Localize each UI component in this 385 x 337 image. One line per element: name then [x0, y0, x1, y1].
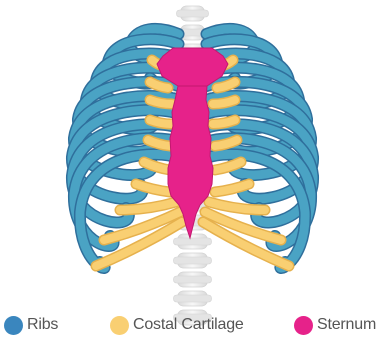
sternum-dot-icon: [294, 316, 313, 335]
vertebra-process: [174, 257, 212, 264]
legend-item-ribs: Ribs: [4, 314, 58, 336]
cartilage-right: [213, 100, 235, 104]
vertebra-process: [177, 10, 209, 17]
legend-item-costal-cartilage: Costal Cartilage: [110, 314, 244, 336]
cartilage-right: [213, 120, 235, 124]
legend-item-sternum: Sternum: [294, 314, 376, 336]
vertebra-process: [174, 276, 212, 283]
legend-label-sternum: Sternum: [317, 316, 376, 334]
legend-label-ribs: Ribs: [27, 316, 58, 334]
vertebra-process: [174, 238, 212, 245]
ribs-dot-icon: [4, 316, 23, 335]
cartilage-left: [150, 120, 172, 124]
cartilage-left: [150, 100, 172, 104]
legend: Ribs Costal Cartilage Sternum: [0, 314, 385, 336]
cartilage-dot-icon: [110, 316, 129, 335]
vertebra-process: [174, 295, 212, 302]
legend-label-costal-cartilage: Costal Cartilage: [133, 316, 244, 334]
